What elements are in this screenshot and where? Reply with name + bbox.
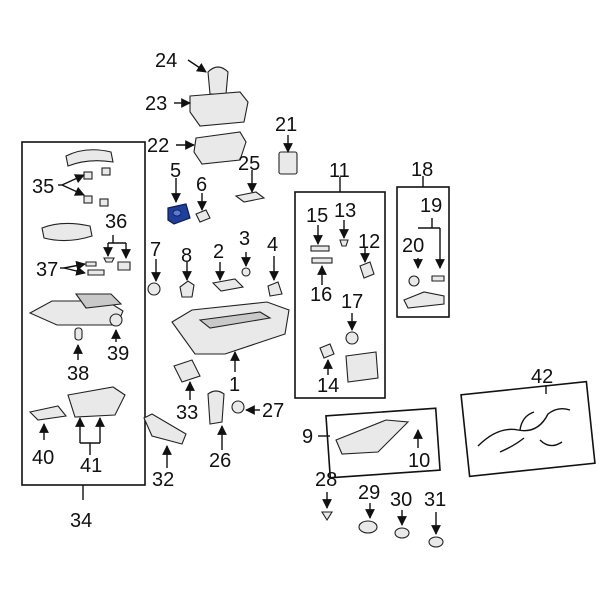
callout-35: 35 bbox=[32, 176, 54, 198]
clip-part[interactable] bbox=[241, 267, 251, 277]
clip-part[interactable] bbox=[99, 198, 109, 207]
callout-42: 42 bbox=[531, 366, 553, 388]
retainer-part[interactable] bbox=[85, 261, 97, 267]
wire-harness-part[interactable] bbox=[477, 407, 571, 453]
callout-10: 10 bbox=[408, 450, 430, 472]
shift-plate-part[interactable] bbox=[193, 131, 247, 165]
callout-18: 18 bbox=[411, 159, 433, 181]
armrest-pad-part[interactable] bbox=[41, 222, 93, 242]
screw-part[interactable] bbox=[339, 239, 349, 247]
bracket-part[interactable] bbox=[267, 281, 283, 297]
callout-1: 1 bbox=[229, 374, 240, 396]
callout-40: 40 bbox=[32, 447, 54, 469]
trim-clip-part[interactable] bbox=[234, 191, 266, 203]
callout-16: 16 bbox=[310, 284, 332, 306]
trim-panel-part[interactable] bbox=[335, 419, 410, 455]
armrest-lid-part[interactable] bbox=[65, 149, 114, 167]
holder-part[interactable] bbox=[319, 343, 335, 359]
callout-20: 20 bbox=[402, 235, 424, 257]
callout-26: 26 bbox=[209, 450, 231, 472]
callout-numbers: 1 2 3 4 5 6 7 8 9 10 11 12 13 14 15 16 1… bbox=[32, 50, 553, 532]
callout-36: 36 bbox=[105, 211, 127, 233]
clip-part[interactable] bbox=[321, 511, 333, 522]
callout-7: 7 bbox=[150, 239, 161, 261]
callout-5: 5 bbox=[170, 160, 181, 182]
callout-17: 17 bbox=[341, 291, 363, 313]
bracket-part[interactable] bbox=[179, 280, 195, 298]
console-recess bbox=[198, 311, 272, 329]
storage-bin-part[interactable] bbox=[28, 300, 124, 326]
callout-21: 21 bbox=[275, 114, 297, 136]
callout-3: 3 bbox=[239, 228, 250, 250]
lamp-part[interactable] bbox=[310, 245, 330, 252]
callout-31: 31 bbox=[424, 489, 446, 511]
callout-30: 30 bbox=[390, 489, 412, 511]
callout-11: 11 bbox=[329, 160, 350, 182]
callout-4: 4 bbox=[267, 234, 278, 256]
callout-34: 34 bbox=[70, 510, 92, 532]
clip-part[interactable] bbox=[101, 167, 111, 176]
cup-holder-part[interactable] bbox=[403, 291, 445, 309]
knob-part[interactable] bbox=[109, 313, 123, 327]
callout-19: 19 bbox=[420, 195, 442, 217]
callout-29: 29 bbox=[358, 482, 380, 504]
shift-bezel-part[interactable] bbox=[189, 91, 249, 127]
spring-clip-part[interactable] bbox=[428, 536, 444, 548]
switch-part[interactable] bbox=[278, 151, 298, 175]
callout-33: 33 bbox=[176, 402, 198, 424]
bracket-part[interactable] bbox=[195, 209, 211, 223]
bracket-part[interactable] bbox=[117, 261, 131, 271]
callout-27: 27 bbox=[262, 400, 284, 422]
callout-37: 37 bbox=[36, 259, 58, 281]
retainer-part[interactable] bbox=[87, 269, 105, 276]
side-panel-part[interactable] bbox=[143, 413, 187, 445]
callout-23: 23 bbox=[145, 93, 167, 115]
callout-15: 15 bbox=[306, 205, 328, 227]
shift-knob-part[interactable] bbox=[207, 66, 229, 95]
group-box-42 bbox=[460, 380, 596, 478]
callout-38: 38 bbox=[67, 363, 89, 385]
callout-12: 12 bbox=[358, 231, 380, 253]
callout-25: 25 bbox=[238, 153, 260, 175]
plug-part[interactable] bbox=[74, 327, 83, 341]
callout-2: 2 bbox=[213, 241, 224, 263]
socket-part[interactable] bbox=[359, 261, 375, 279]
callout-9: 9 bbox=[302, 426, 313, 448]
bulb-part[interactable] bbox=[147, 282, 161, 296]
bracket-assembly-part[interactable] bbox=[67, 386, 126, 418]
console-body-part[interactable] bbox=[171, 301, 290, 355]
plug-part[interactable] bbox=[345, 331, 359, 345]
callout-8: 8 bbox=[181, 245, 192, 267]
callout-39: 39 bbox=[107, 343, 129, 365]
nut-part[interactable] bbox=[408, 275, 420, 287]
callout-28: 28 bbox=[315, 469, 337, 491]
pad-part[interactable] bbox=[211, 278, 245, 292]
callout-41: 41 bbox=[80, 455, 102, 477]
cap-part[interactable] bbox=[394, 527, 410, 539]
lens-part[interactable] bbox=[311, 257, 333, 264]
vent-part[interactable] bbox=[173, 359, 201, 383]
callout-13: 13 bbox=[334, 200, 356, 222]
callout-32: 32 bbox=[152, 469, 174, 491]
bolt-part[interactable] bbox=[431, 275, 445, 282]
clip-part[interactable] bbox=[83, 195, 93, 204]
callout-6: 6 bbox=[196, 174, 207, 196]
mount-part[interactable] bbox=[28, 405, 68, 421]
group-box-9 bbox=[325, 407, 441, 479]
clip-part[interactable] bbox=[83, 171, 93, 180]
cup-holder-part[interactable] bbox=[74, 293, 123, 309]
fastener-part[interactable] bbox=[231, 400, 245, 414]
callout-22: 22 bbox=[147, 135, 169, 157]
callout-14: 14 bbox=[317, 375, 339, 397]
grommet-part[interactable] bbox=[358, 520, 378, 534]
screw-part[interactable] bbox=[103, 257, 115, 263]
side-trim-part[interactable] bbox=[207, 390, 225, 425]
housing-part[interactable] bbox=[345, 351, 379, 383]
callout-24: 24 bbox=[155, 50, 177, 72]
